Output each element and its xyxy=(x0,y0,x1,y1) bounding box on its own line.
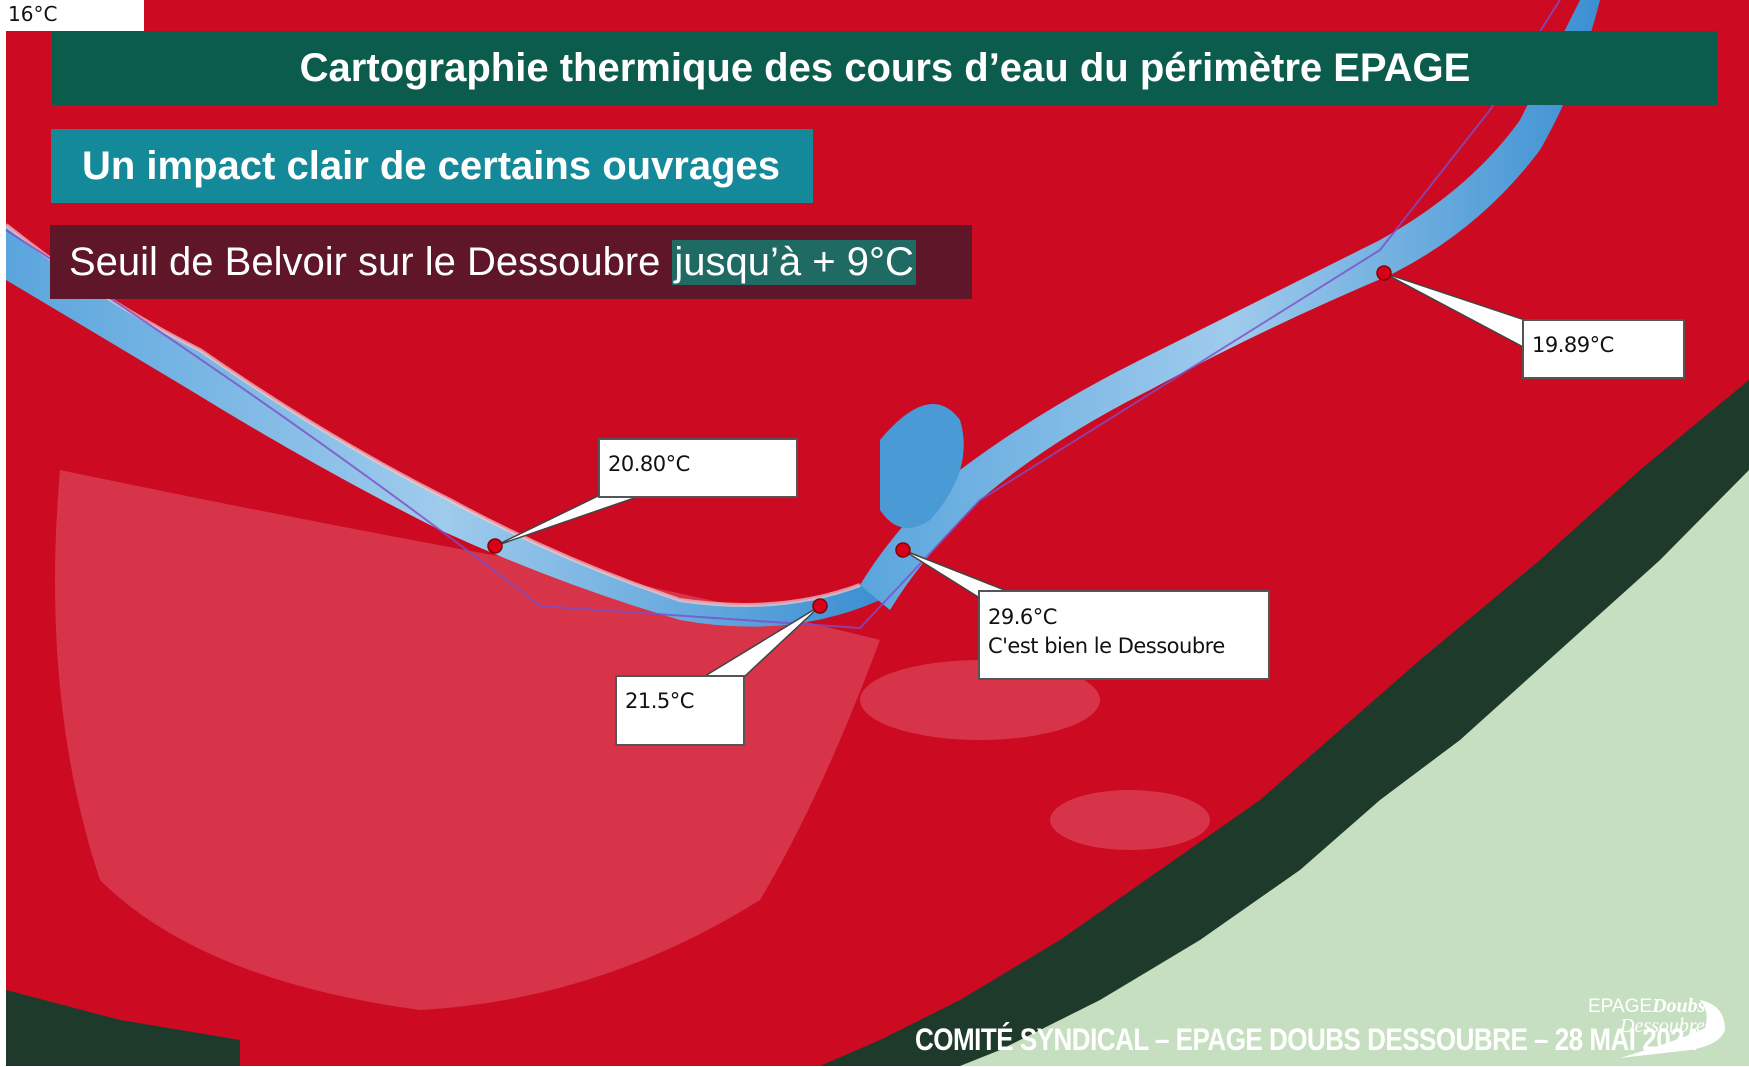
detail-highlight: jusqu’à + 9°C xyxy=(672,239,916,285)
footer-caption: COMITÉ SYNDICAL – EPAGE DOUBS DESSOUBRE … xyxy=(915,1021,1699,1058)
label-temperature: 19.89°C xyxy=(1532,333,1614,357)
label-note: C'est bien le Dessoubre xyxy=(988,634,1225,658)
measure-point-20-80 xyxy=(487,538,503,554)
temperature-scale-label: 16°C xyxy=(0,0,144,31)
label-19-89: 19.89°C xyxy=(1522,319,1685,379)
logo-name-dessoubre: Dessoubre xyxy=(1620,1015,1705,1037)
logo-bird-icon xyxy=(1620,1000,1725,1058)
forest-band-left xyxy=(6,990,240,1066)
label-temperature: 21.5°C xyxy=(625,689,694,713)
epage-logo: EPAGEDoubs Dessoubre xyxy=(1588,995,1728,1055)
outside-zone xyxy=(960,470,1749,1066)
measure-point-21-5 xyxy=(812,598,828,614)
label-temperature: 29.6°C xyxy=(988,605,1057,629)
label-20-80: 20.80°C xyxy=(598,438,798,498)
logo-name-doubs: Doubs xyxy=(1652,995,1706,1017)
label-21-5: 21.5°C xyxy=(615,675,745,746)
detail-text: Seuil de Belvoir sur le Dessoubre xyxy=(69,239,661,284)
measure-point-19-89 xyxy=(1376,265,1392,281)
detail-caption: Seuil de Belvoir sur le Dessoubre jusqu’… xyxy=(50,225,972,299)
logo-prefix: EPAGE xyxy=(1588,996,1653,1017)
page-subtitle: Un impact clair de certains ouvrages xyxy=(51,129,813,203)
label-temperature: 20.80°C xyxy=(608,452,690,476)
label-29-6: 29.6°C C'est bien le Dessoubre xyxy=(978,590,1270,680)
river-confluence xyxy=(880,404,964,528)
page-title: Cartographie thermique des cours d’eau d… xyxy=(52,31,1718,105)
measure-point-29-6 xyxy=(895,542,911,558)
